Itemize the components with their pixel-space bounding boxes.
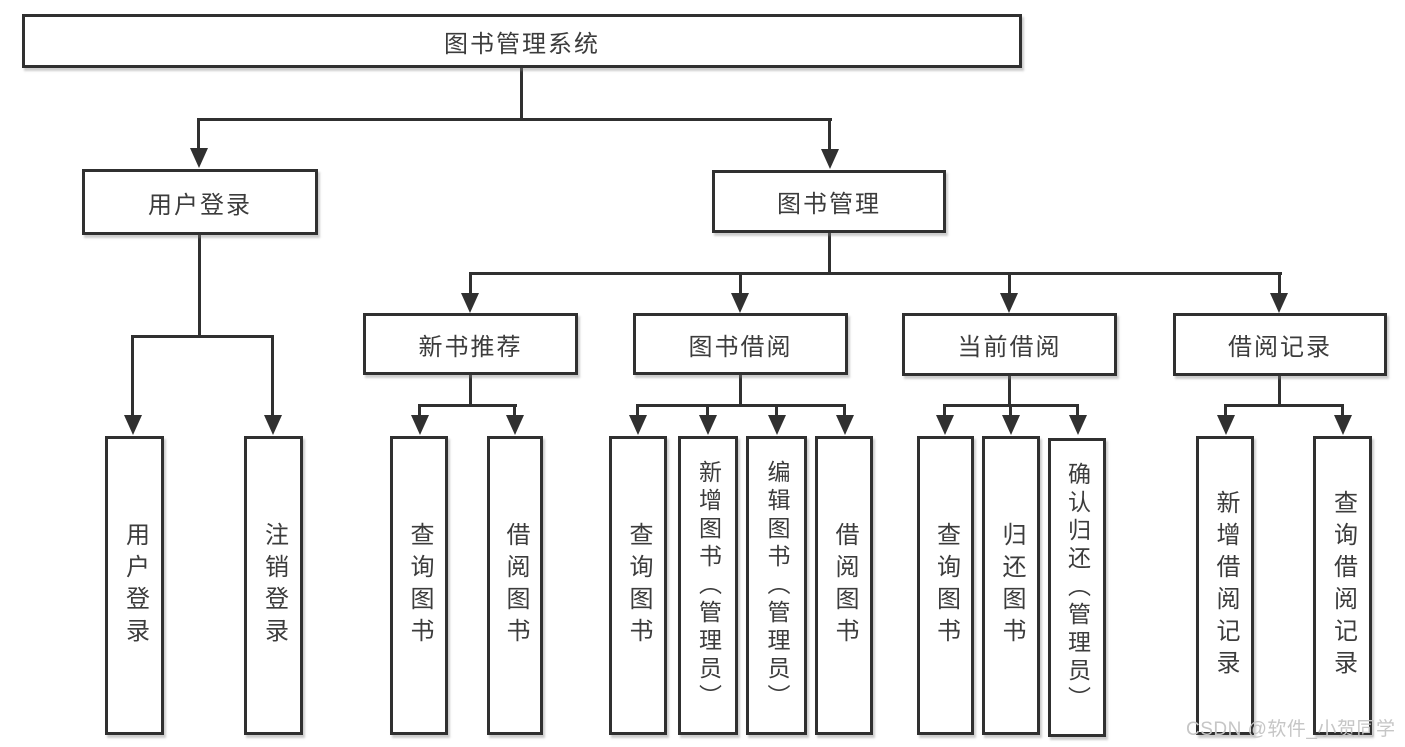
csdn-watermark: CSDN @软件_小贺同学 [1186,719,1396,740]
connector-line [513,404,516,418]
connector-line [131,335,134,420]
arrowhead-down-icon [461,293,479,313]
connector-line [198,118,832,121]
connector-line [828,233,831,274]
connector-line [469,375,472,406]
node-br-add-record: 新增借阅记录 [1196,436,1254,735]
arrowhead-down-icon [1217,415,1235,435]
node-bb-query-books: 查询图书 [609,436,667,735]
connector-line [418,404,517,407]
arrowhead-down-icon [1069,415,1087,435]
connector-line [739,272,742,297]
node-cb-query-books-label: 查询图书 [932,521,960,650]
node-user-login-label: 用户登录 [148,191,252,219]
node-cb-return-books: 归还图书 [982,436,1040,735]
arrowhead-down-icon [506,415,524,435]
node-nbr-query-books: 查询图书 [390,436,448,735]
node-br-query-record-label: 查询借阅记录 [1329,489,1357,682]
node-user-login-action: 用户登录 [105,436,164,735]
node-book-management-label: 图书管理 [777,191,881,218]
arrowhead-down-icon [699,415,717,435]
connector-line [775,404,778,418]
arrowhead-down-icon [836,415,854,435]
connector-line [828,118,831,154]
node-new-book-recommend-label: 新书推荐 [418,333,523,361]
node-nbr-borrow-books: 借阅图书 [487,436,543,735]
connector-line [1009,404,1012,418]
node-nbr-query-books-label: 查询图书 [406,521,433,650]
node-book-borrowing-label: 图书借阅 [688,333,793,361]
node-cb-confirm-return-admin: 确认归还（管理员） [1048,438,1106,737]
node-borrowing-records: 借阅记录 [1173,313,1387,376]
node-current-borrowing-label: 当前借阅 [957,334,1062,361]
connector-line [197,118,200,154]
node-bb-borrow-books: 借阅图书 [815,436,873,735]
connector-line [1008,376,1011,406]
node-bb-edit-books-admin-label: 编辑图书（管理员） [764,459,790,712]
arrowhead-down-icon [1000,293,1018,313]
connector-line [636,404,639,418]
connector-line [636,404,846,407]
connector-line [418,404,421,418]
arrowhead-down-icon [411,415,429,435]
arrowhead-down-icon [124,415,142,435]
connector-line [469,272,472,297]
connector-line [1224,404,1227,418]
node-user-login-action-label: 用户登录 [121,521,149,650]
node-br-query-record: 查询借阅记录 [1313,436,1372,735]
node-cb-confirm-return-admin-label: 确认归还（管理员） [1064,461,1091,714]
node-library-system: 图书管理系统 [22,14,1022,68]
arrowhead-down-icon [629,415,647,435]
arrowhead-down-icon [1270,293,1288,313]
arrowhead-down-icon [731,293,749,313]
node-user-login: 用户登录 [82,169,318,235]
connector-line [1278,272,1281,297]
arrowhead-down-icon [768,415,786,435]
node-logout-label: 注销登录 [260,521,288,650]
node-book-management: 图书管理 [712,170,946,233]
connector-line [1278,376,1281,406]
connector-line [739,375,742,406]
connector-line [943,404,946,418]
node-borrowing-records-label: 借阅记录 [1228,334,1332,361]
connector-line [706,404,709,418]
connector-line [520,66,523,120]
node-nbr-borrow-books-label: 借阅图书 [502,521,529,650]
connector-line [1341,404,1344,418]
node-bb-edit-books-admin: 编辑图书（管理员） [746,436,807,735]
node-current-borrowing: 当前借阅 [902,313,1117,376]
node-bb-add-books-admin-label: 新增图书（管理员） [695,459,722,712]
node-bb-add-books-admin: 新增图书（管理员） [678,436,738,735]
arrowhead-down-icon [1334,415,1352,435]
node-cb-query-books: 查询图书 [917,436,974,735]
node-bb-borrow-books-label: 借阅图书 [831,521,858,650]
connector-line [271,335,274,420]
arrowhead-down-icon [190,148,208,168]
connector-line [132,335,274,338]
connector-line [198,235,201,338]
arrowhead-down-icon [1002,415,1020,435]
connector-line [1076,404,1079,418]
arrowhead-down-icon [936,415,954,435]
arrowhead-down-icon [264,415,282,435]
connector-line [1008,272,1011,297]
arrowhead-down-icon [821,149,839,169]
connector-line [843,404,846,418]
node-logout: 注销登录 [244,436,303,735]
node-library-system-label: 图书管理系统 [444,30,600,58]
node-bb-query-books-label: 查询图书 [625,521,652,650]
node-br-add-record-label: 新增借阅记录 [1212,489,1239,682]
node-cb-return-books-label: 归还图书 [998,521,1025,650]
connector-line [1224,404,1344,407]
connector-line [469,272,1282,275]
node-new-book-recommend: 新书推荐 [363,313,578,375]
node-book-borrowing: 图书借阅 [633,313,848,375]
